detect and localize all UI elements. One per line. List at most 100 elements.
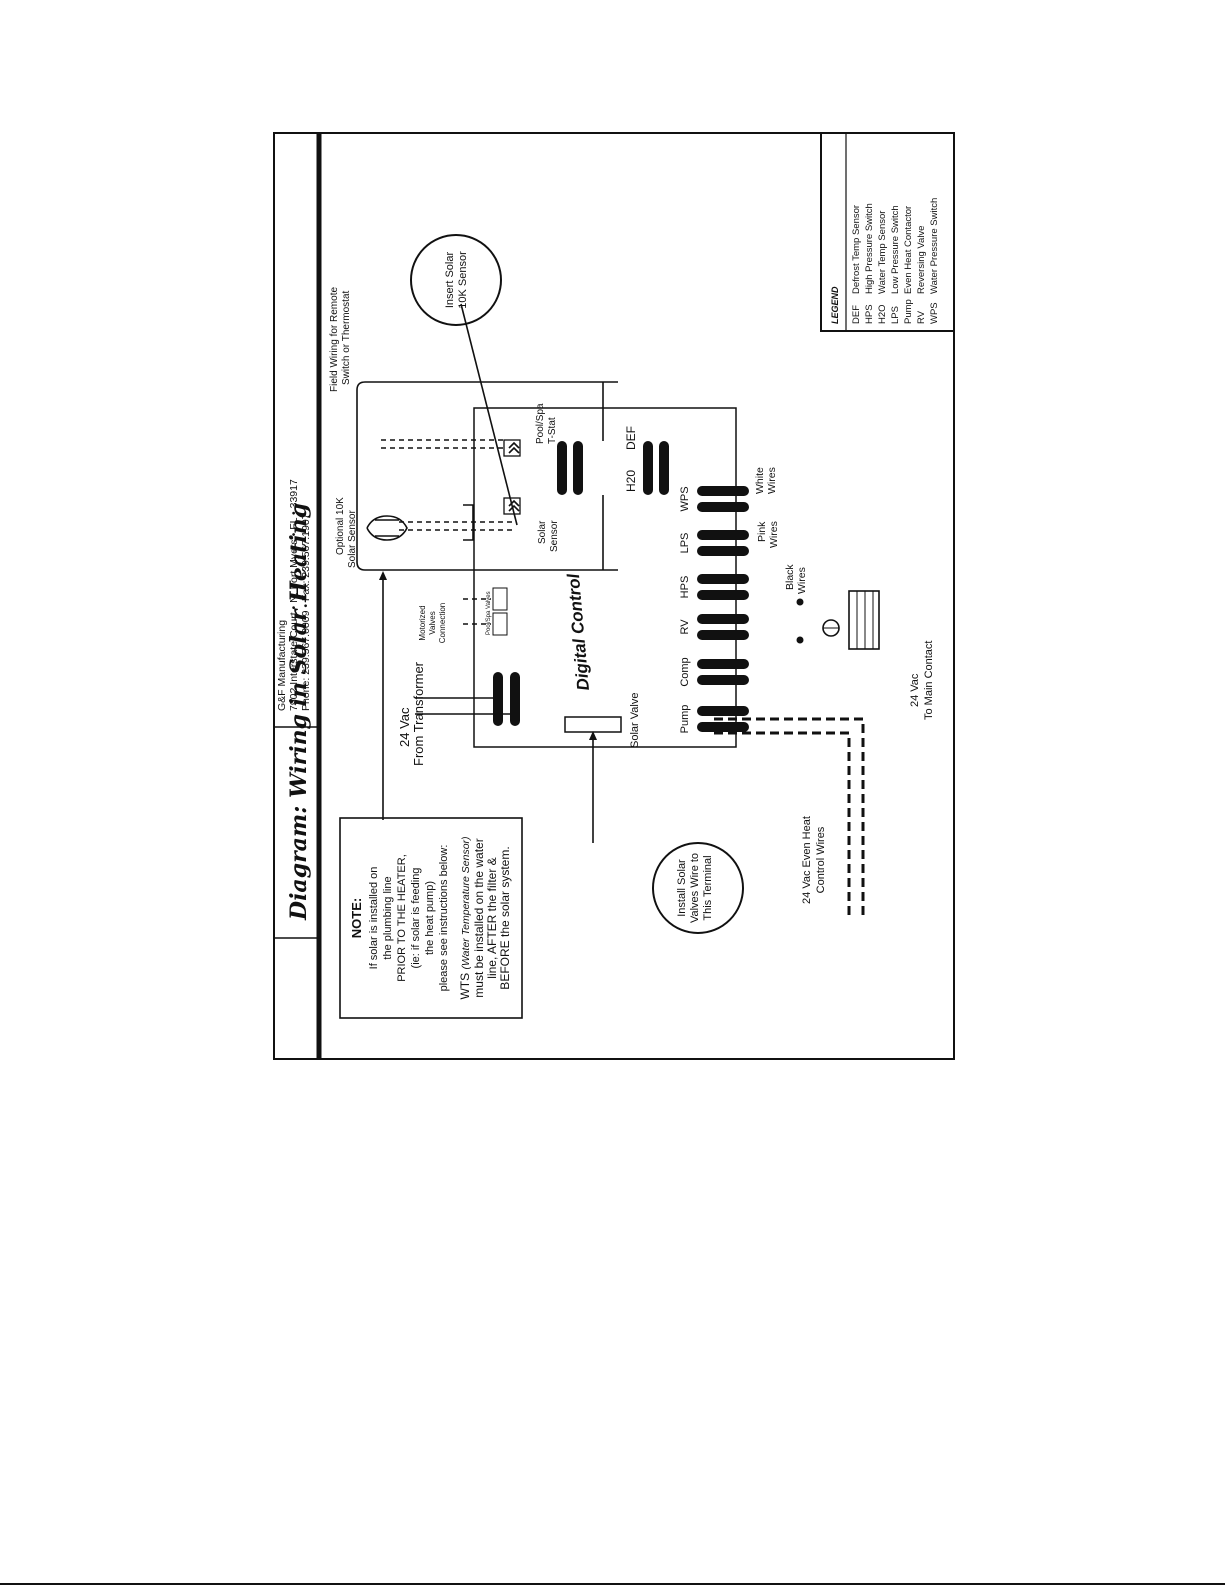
solar-sensor-terminal (503, 497, 521, 515)
insert-solar-circle (410, 234, 502, 326)
tstat-terminal (503, 439, 521, 457)
note-line: PRIOR TO THE HEATER, (396, 854, 408, 982)
def-terminal-1 (643, 441, 653, 495)
install-solar-line: Install Solar (676, 859, 688, 917)
legend-desc: Defrost Temp Sensor (851, 205, 862, 294)
note-line: the heat pump) (424, 881, 436, 955)
legend-abbr: HPS (864, 304, 875, 324)
transformer-terminal-1 (493, 672, 503, 726)
pink-wires-label-2: Wires (768, 521, 780, 548)
transformer-terminal-2 (510, 672, 520, 726)
optional-sensor-label-1: Optional 10K (335, 497, 346, 555)
digital-control-label: Digital Control (564, 572, 593, 692)
main-contact-label-2: To Main Contact (923, 641, 935, 720)
install-solar-circle (652, 842, 744, 934)
h2o-terminal-1 (557, 441, 567, 495)
motorized-line: Valves (428, 611, 437, 634)
legend-abbr: DEF (851, 305, 862, 324)
legend-title: LEGEND (830, 286, 840, 324)
terminal-label-comp: Comp (679, 657, 691, 686)
legend-abbr: RV (916, 310, 927, 324)
field-wiring-label-1: Field Wiring for Remote (329, 287, 340, 392)
terminal-label-rv: RV (679, 619, 691, 635)
insert-solar-pointer (460, 303, 518, 526)
terminal-bar-comp (697, 675, 749, 685)
note-heading: NOTE: (349, 898, 364, 938)
company-address: 7902 Interstate Court • N. Fort Myers • … (288, 479, 300, 711)
terminal-bar-lps (697, 546, 749, 556)
black-wires-label-2: Wires (796, 567, 808, 594)
terminal-bar-rv (697, 630, 749, 640)
page-bottom-rule (0, 1583, 1225, 1585)
motorized-line: Motorized (418, 605, 427, 640)
main-contact-label-1: 24 Vac (909, 673, 921, 707)
even-heat-wire-1 (714, 717, 865, 920)
terminal-bar-comp (697, 659, 749, 669)
optional-sensor-label-2: Solar Sensor (347, 510, 358, 568)
legend-desc: Low Pressure Switch (890, 205, 901, 294)
tstat-label-2: T-Stat (547, 417, 558, 444)
legend-box (820, 132, 955, 332)
note-wts: WTS (Water Temperature Sensor) (458, 836, 472, 999)
note-line: If solar is installed on (368, 867, 380, 970)
note-line: please see instructions below: (438, 845, 450, 992)
note-line: the plumbing line (382, 876, 394, 959)
tstat-label-1: Pool/Spa (535, 403, 546, 444)
terminal-label-pump: Pump (679, 705, 691, 734)
transformer-label-2: From Transformer (411, 661, 426, 766)
reversing-valve-solenoid (848, 590, 880, 650)
terminal-bar-lps (697, 530, 749, 540)
diagram-title: Diagram: Wiring in Solar Heating (286, 503, 312, 921)
terminal-label-wps: WPS (679, 486, 691, 511)
field-wiring-loop (356, 381, 383, 571)
pool-spa-valve-connector-1 (492, 612, 508, 636)
solar-sensor-label-1: Solar (537, 520, 548, 544)
terminal-row: Pump Comp RV HPS LPS WPS (679, 486, 749, 733)
note-box (339, 817, 523, 1019)
solar-valve-terminal (564, 716, 622, 733)
legend-abbr: H2O (877, 304, 888, 324)
diagram-frame (273, 132, 955, 1060)
install-solar-line: Valves Wire to (689, 853, 701, 923)
legend-abbr: Pump (903, 299, 914, 324)
insert-solar-line: Insert Solar (444, 252, 456, 309)
note-wts-line: BEFORE the solar system. (498, 846, 512, 989)
h2o-terminal-2 (573, 441, 583, 495)
white-wires-label-1: White (754, 467, 766, 494)
diagram-svg: Diagram: Wiring in Solar Heating G&F Man… (273, 132, 955, 1060)
terminal-label-lps: LPS (679, 533, 691, 554)
insert-solar-line: 10K Sensor (457, 251, 469, 309)
terminal-bar-hps (697, 574, 749, 584)
terminal-bar-wps (697, 486, 749, 496)
legend-desc: Even Heat Contactor (903, 206, 914, 294)
legend-abbr: WPS (929, 302, 940, 324)
terminal-bar-wps (697, 502, 749, 512)
pink-wires-label-1: Pink (756, 521, 768, 542)
field-wiring-label-2: Switch or Thermostat (341, 290, 352, 385)
pool-spa-valve-connector-2 (492, 587, 508, 611)
terminal-bar-pump (697, 722, 749, 732)
legend-abbr: LPS (890, 306, 901, 324)
company-phone: Phone: 239.567.0009 • Fax: 239.567.1907 (300, 513, 312, 711)
legend-desc: Water Temp Sensor (877, 211, 888, 294)
solar-sensor-label-2: Sensor (549, 520, 560, 552)
optional-solar-sensor-shape (366, 515, 408, 541)
def-terminal-2 (659, 441, 669, 495)
terminal-label-hps: HPS (679, 576, 691, 599)
white-wires-label-2: Wires (766, 467, 778, 494)
note-wts-line: line, AFTER the filter & (485, 857, 499, 978)
even-heat-line: Control Wires (815, 826, 827, 893)
note-wts-line: must be installed on the water (472, 838, 486, 997)
h2o-label: H20 (624, 470, 638, 492)
terminal-bar-rv (697, 614, 749, 624)
pool-spa-valves-label: Pool/Spa Valves (486, 591, 492, 635)
motorized-line: Connection (438, 603, 447, 643)
black-wires-label-1: Black (784, 564, 796, 590)
